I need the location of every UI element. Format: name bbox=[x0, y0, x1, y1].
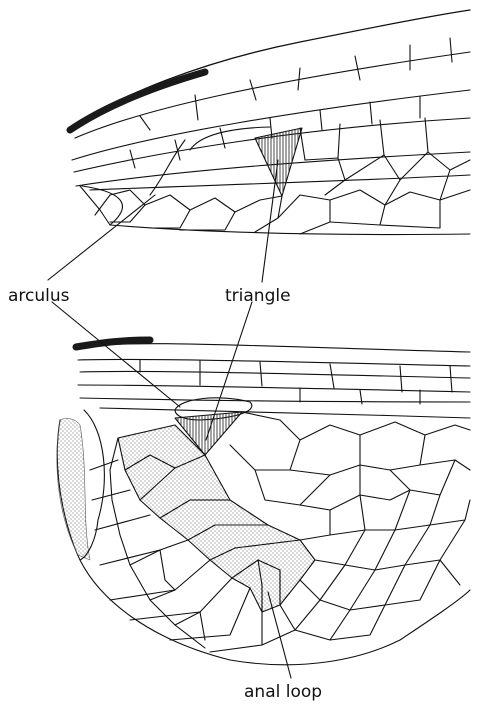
upper-triangle bbox=[255, 128, 302, 196]
upper-wing bbox=[70, 10, 470, 235]
triangle-leader-upper bbox=[262, 160, 278, 282]
triangle-label: triangle bbox=[225, 288, 291, 305]
anal-loop-region bbox=[118, 425, 315, 612]
arculus-leader-upper bbox=[48, 195, 155, 280]
arculus-label: arculus bbox=[8, 288, 70, 305]
arculus-leader-lower bbox=[52, 302, 180, 407]
anal-membrane bbox=[57, 418, 90, 560]
lower-wing bbox=[57, 340, 470, 665]
anal-loop-label: anal loop bbox=[244, 684, 322, 701]
